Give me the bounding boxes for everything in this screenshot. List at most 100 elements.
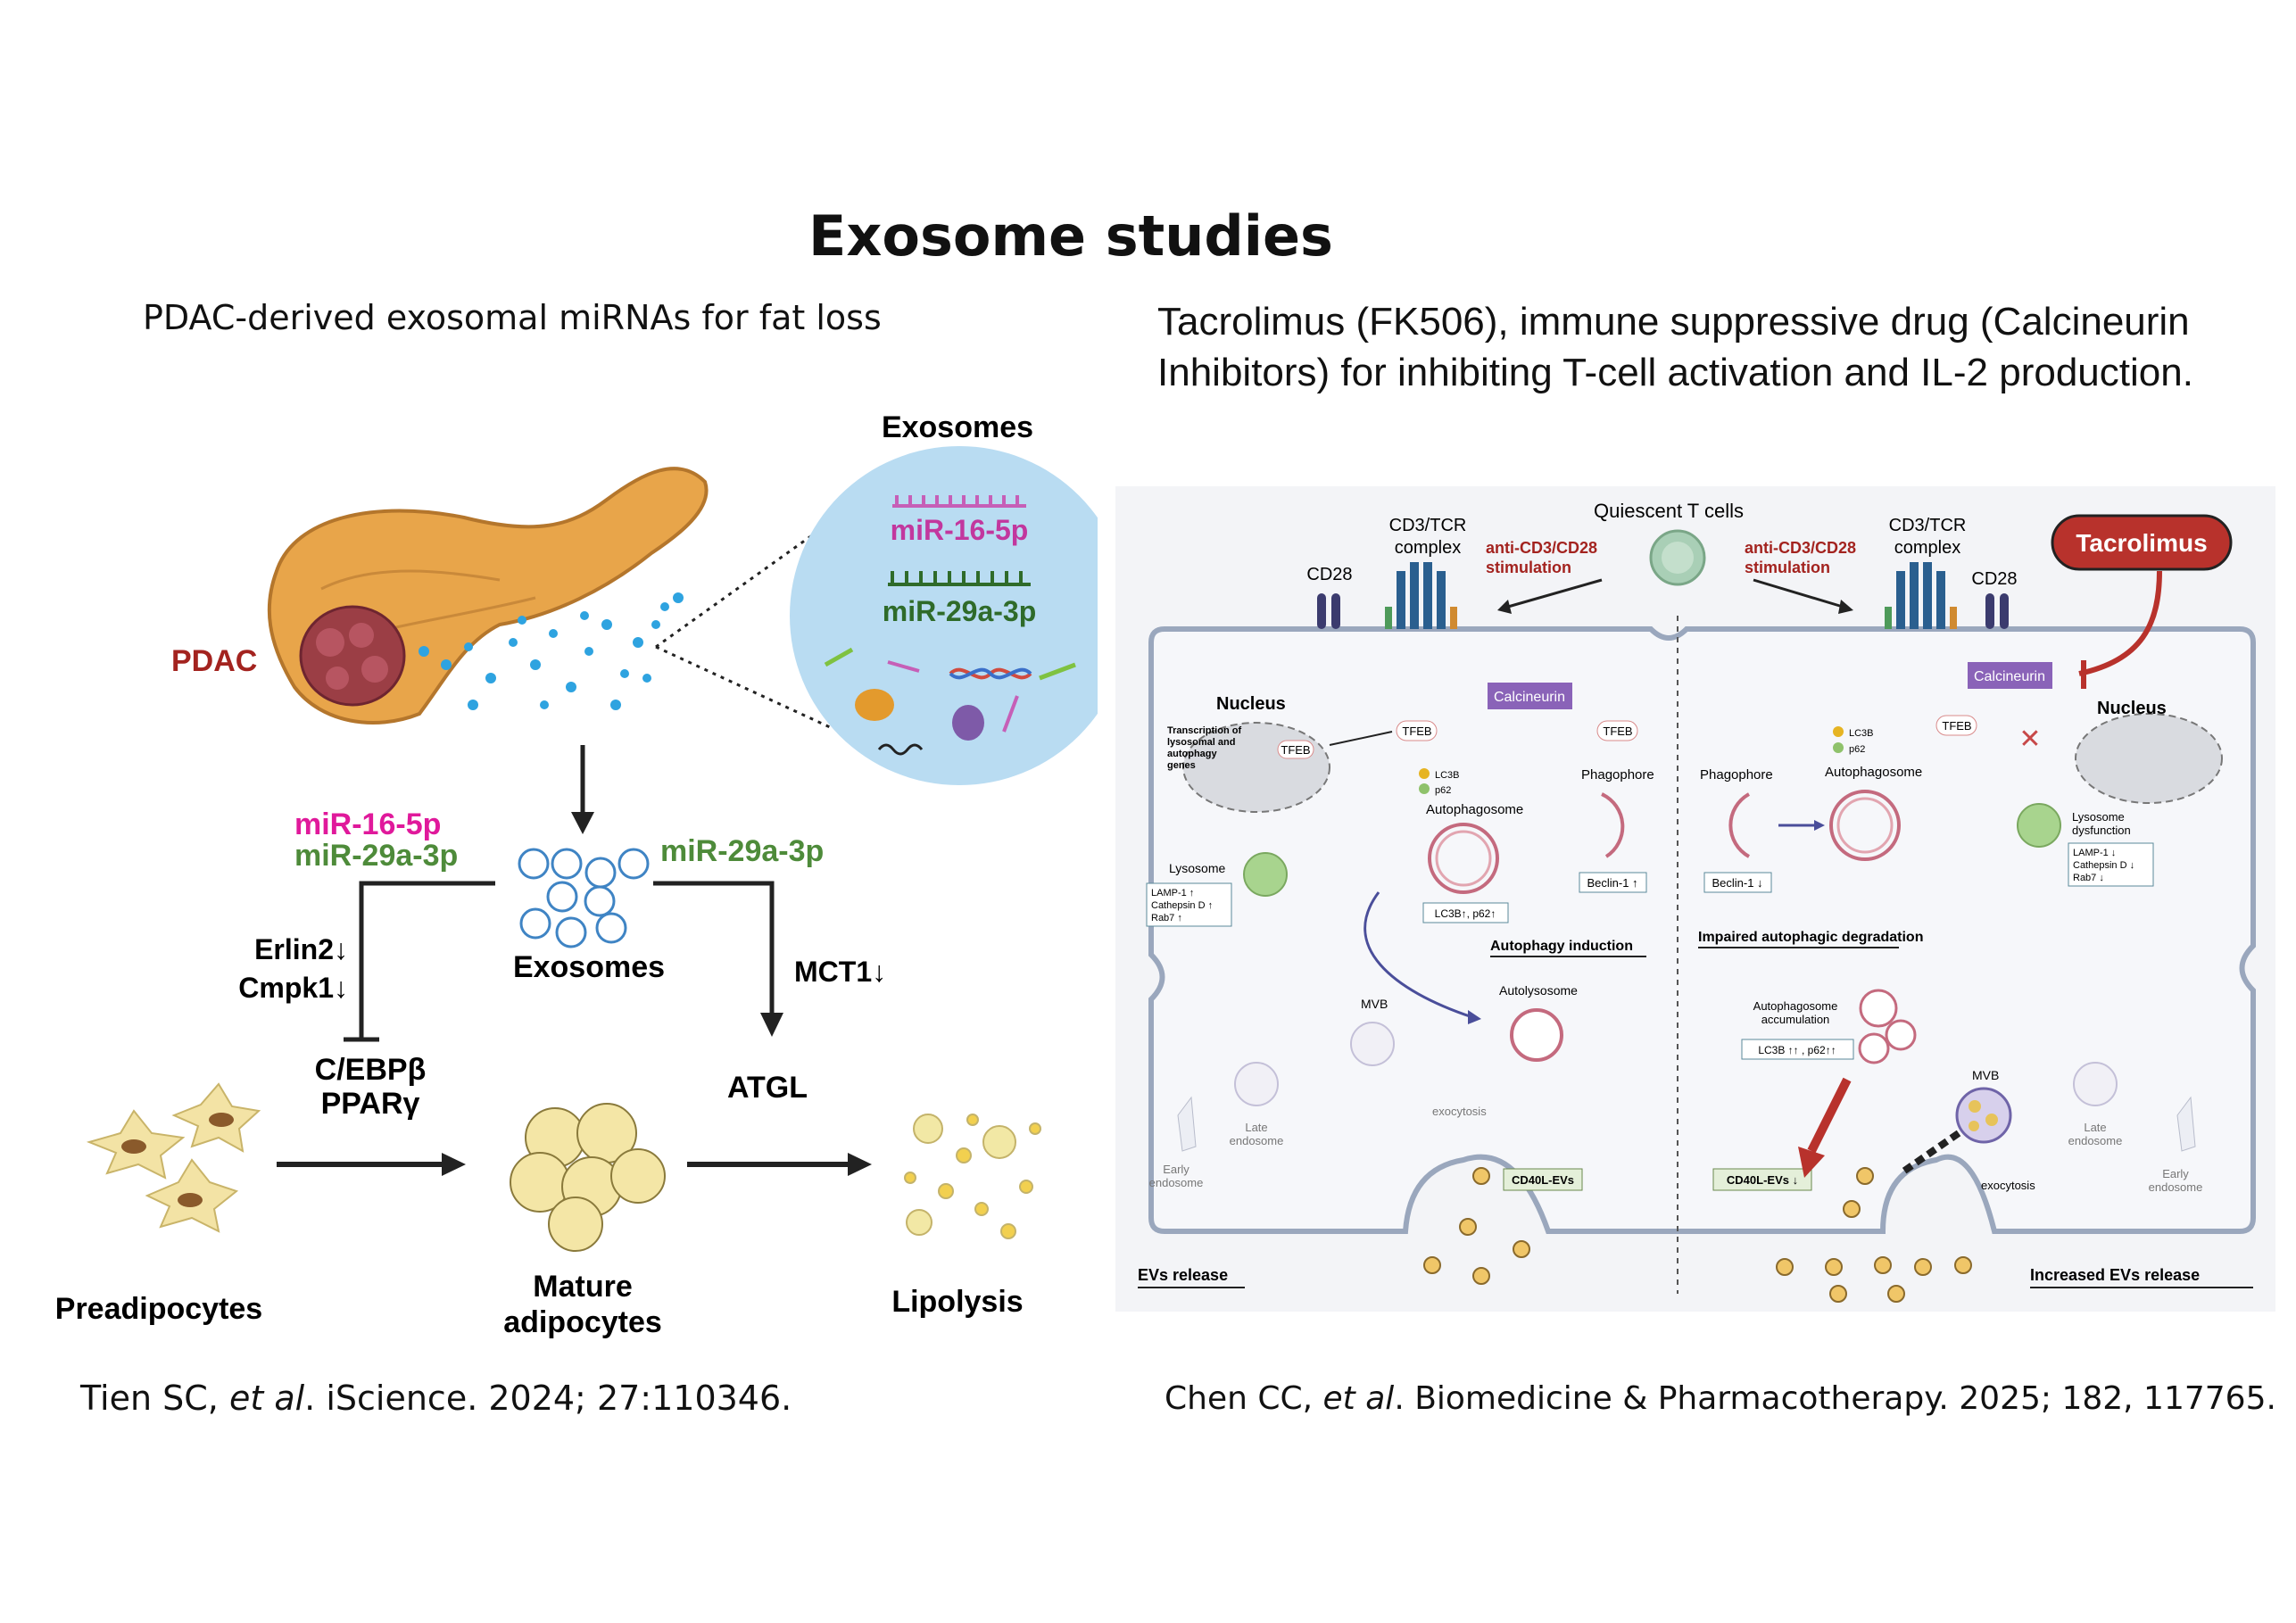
mature-adipocytes-line1: Mature xyxy=(533,1270,632,1304)
cd40l-left-label: CD40L-EVs xyxy=(1512,1173,1574,1187)
autolysosome-icon xyxy=(1510,1008,1563,1062)
autophagosome-accum-2: accumulation xyxy=(1761,1013,1830,1026)
lc3b-p62-upup-box xyxy=(1741,1039,1854,1060)
beclin-up-label: Beclin-1 ↑ xyxy=(1587,876,1637,890)
preadipocytes-icon xyxy=(86,1082,261,1233)
transcription-line-3: autophagy xyxy=(1167,749,1217,759)
autophagosome-left-label: Autophagosome xyxy=(1426,802,1523,817)
early-endosome-left xyxy=(1177,1096,1197,1152)
mir29-strand xyxy=(888,571,1031,586)
tfeb-left-box xyxy=(1396,720,1438,741)
cd3tcr-left-label: CD3/TCR xyxy=(1389,516,1467,535)
tfeb-right-box xyxy=(1935,715,1977,736)
left-mir16-label: miR-16-5p xyxy=(294,807,441,841)
nucleus-left xyxy=(1182,722,1330,813)
lc3b-p62-up-box xyxy=(1422,902,1509,923)
lc3b-p62-upup-label: LC3B ↑↑ , p62↑↑ xyxy=(1758,1044,1836,1056)
early-endosome-right-1: Early xyxy=(2162,1167,2189,1180)
cd28-left-label: CD28 xyxy=(1306,565,1352,584)
pparg-label: PPARγ xyxy=(321,1087,420,1121)
mvb-left xyxy=(1350,1022,1395,1066)
phagophore-left xyxy=(1601,792,1625,858)
early-endosome-right xyxy=(2176,1096,2196,1152)
calcineurin-left-box xyxy=(1488,683,1572,709)
tacrolimus-badge xyxy=(2051,514,2233,571)
right-figure: Quiescent T cells CD3/TCR complex CD28 a… xyxy=(1115,486,2275,1312)
mir16-strand xyxy=(892,495,1026,508)
lc3b-right-label: LC3B xyxy=(1849,728,1874,739)
anti-stim-left-2: stimulation xyxy=(1486,559,1571,576)
lamp1-down: LAMP-1 ↓ xyxy=(2073,848,2116,858)
autophagosome-left xyxy=(1428,823,1499,894)
cd28-receptor-right xyxy=(1985,593,2009,629)
anti-stim-right-1: anti-CD3/CD28 xyxy=(1745,539,1856,557)
transcription-line-2: lysosomal and xyxy=(1167,737,1235,748)
calcineurin-left-label: Calcineurin xyxy=(1494,690,1565,705)
mvb-left-label: MVB xyxy=(1361,997,1388,1011)
late-endosome-right-2: endosome xyxy=(2068,1134,2123,1147)
late-endosome-right-1: Late xyxy=(2084,1121,2106,1134)
left-citation: Tien SC, et al. iScience. 2024; 27:11034… xyxy=(80,1379,792,1418)
autophagosome-right xyxy=(1829,790,1901,861)
early-endosome-left-2: endosome xyxy=(1149,1176,1204,1189)
beclin-up-box xyxy=(1579,872,1647,893)
blocked-x-icon: ✕ xyxy=(2018,725,2041,754)
lysosome-dysfunction-2: dysfunction xyxy=(2072,824,2131,837)
cmpk1-label: Cmpk1↓ xyxy=(238,972,348,1004)
exosomes-header: Exosomes xyxy=(882,410,1033,444)
complex-right-label: complex xyxy=(1894,538,1960,558)
pdac-label: PDAC xyxy=(171,644,257,678)
lc3b-left-label: LC3B xyxy=(1435,770,1460,781)
mir29-zoom-label: miR-29a-3p xyxy=(883,595,1037,627)
tfeb-left2-box xyxy=(1596,720,1638,741)
impaired-degradation-label: Impaired autophagic degradation xyxy=(1698,930,1923,945)
cd40l-right-label: CD40L-EVs ↓ xyxy=(1727,1173,1798,1187)
nucleus-right-label: Nucleus xyxy=(2097,699,2167,718)
late-endosome-right xyxy=(2073,1062,2118,1106)
erlin2-label: Erlin2↓ xyxy=(254,933,348,965)
tfeb-left2-label: TFEB xyxy=(1603,725,1632,738)
rab7-up: Rab7 ↑ xyxy=(1151,913,1182,923)
lysosome-right xyxy=(2017,803,2061,848)
mvb-right xyxy=(1955,1087,2012,1144)
tacrolimus-label: Tacrolimus xyxy=(2076,529,2207,557)
right-mir29-label: miR-29a-3p xyxy=(660,834,824,868)
late-endosome-left xyxy=(1234,1062,1279,1106)
released-evs xyxy=(1423,1167,1972,1303)
right-panel-subtitle: Tacrolimus (FK506), immune suppressive d… xyxy=(1157,300,2193,394)
transcription-line-4: genes xyxy=(1167,760,1196,771)
exosome-cluster-icon xyxy=(518,848,650,948)
nucleus-left-label: Nucleus xyxy=(1216,694,1286,714)
mir16-zoom-label: miR-16-5p xyxy=(891,514,1029,546)
autophagy-induction-label: Autophagy induction xyxy=(1490,939,1633,954)
phagophore-right-label: Phagophore xyxy=(1700,767,1773,783)
beclin-down-box xyxy=(1703,872,1772,893)
exosome-dots xyxy=(419,592,684,710)
calcineurin-right-box xyxy=(1968,662,2052,689)
tcr-complex-right xyxy=(1885,562,1957,629)
lysosome-left-label: Lysosome xyxy=(1169,861,1226,875)
lysosome-left xyxy=(1243,852,1288,897)
exosome-cargo-icons xyxy=(824,647,1076,756)
tfeb-nucleus-left-label: TFEB xyxy=(1281,743,1310,757)
cebpb-label: C/EBPβ xyxy=(315,1053,427,1087)
mature-adipocytes-icon xyxy=(510,1103,666,1252)
page-title: Exosome studies xyxy=(808,203,1333,269)
mature-adipocytes-line2: adipocytes xyxy=(503,1305,662,1339)
phagophore-right xyxy=(1728,792,1751,858)
lc3b-dot-left xyxy=(1419,768,1430,779)
p62-right-label: p62 xyxy=(1849,744,1865,755)
lysosome-markers-up-box xyxy=(1146,882,1232,927)
anti-stim-left-1: anti-CD3/CD28 xyxy=(1486,539,1597,557)
late-endosome-left-2: endosome xyxy=(1230,1134,1284,1147)
late-endosome-left-1: Late xyxy=(1245,1121,1267,1134)
early-endosome-left-1: Early xyxy=(1163,1163,1189,1176)
left-panel-subtitle: PDAC-derived exosomal miRNAs for fat los… xyxy=(143,298,882,337)
right-citation: Chen CC, et al. Biomedicine & Pharmacoth… xyxy=(1165,1380,2276,1417)
p62-dot-right xyxy=(1833,742,1844,753)
early-endosome-right-2: endosome xyxy=(2149,1180,2203,1194)
phagophore-left-label: Phagophore xyxy=(1581,767,1654,783)
transcription-line-1: Transcription of xyxy=(1167,725,1241,736)
anti-stim-right-2: stimulation xyxy=(1745,559,1830,576)
cd40l-right-box xyxy=(1712,1168,1812,1191)
